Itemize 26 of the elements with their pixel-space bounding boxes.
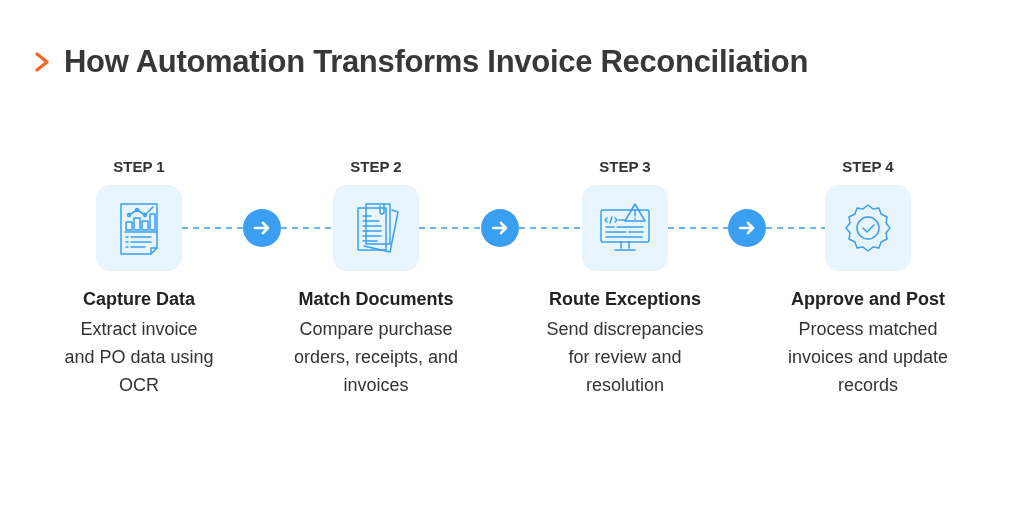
- step-title: Capture Data: [83, 288, 195, 311]
- step-description: Compare purchase orders, receipts, and invoices: [292, 318, 460, 397]
- icon-tile: [333, 185, 419, 271]
- step-description: Send discrepancies for review and resolution: [545, 318, 705, 397]
- icon-tile: [825, 185, 911, 271]
- arrow-circle: [728, 209, 766, 247]
- dashed-connector: [518, 227, 583, 229]
- step-label: STEP 4: [842, 157, 894, 177]
- dashed-connector: [181, 227, 244, 229]
- title: How Automation Transforms Invoice Reconciliation: [64, 44, 809, 80]
- step-label: STEP 3: [599, 157, 651, 177]
- icon-tile: [582, 185, 668, 271]
- arrow-circle: [243, 209, 281, 247]
- arrow-circle: [481, 209, 519, 247]
- dashed-connector: [418, 227, 482, 229]
- step-label: STEP 1: [113, 157, 165, 177]
- icon-tile: [96, 185, 182, 271]
- step-title: Approve and Post: [791, 288, 945, 311]
- step-description: Extract invoice and PO data using OCR: [64, 318, 214, 397]
- step-description: Process matched invoices and update records: [786, 318, 950, 397]
- step-label: STEP 2: [350, 157, 402, 177]
- dashed-connector: [280, 227, 334, 229]
- dashed-connector: [765, 227, 826, 229]
- step-title: Match Documents: [298, 288, 454, 311]
- step-title: Route Exceptions: [549, 288, 701, 311]
- dashed-connector: [667, 227, 729, 229]
